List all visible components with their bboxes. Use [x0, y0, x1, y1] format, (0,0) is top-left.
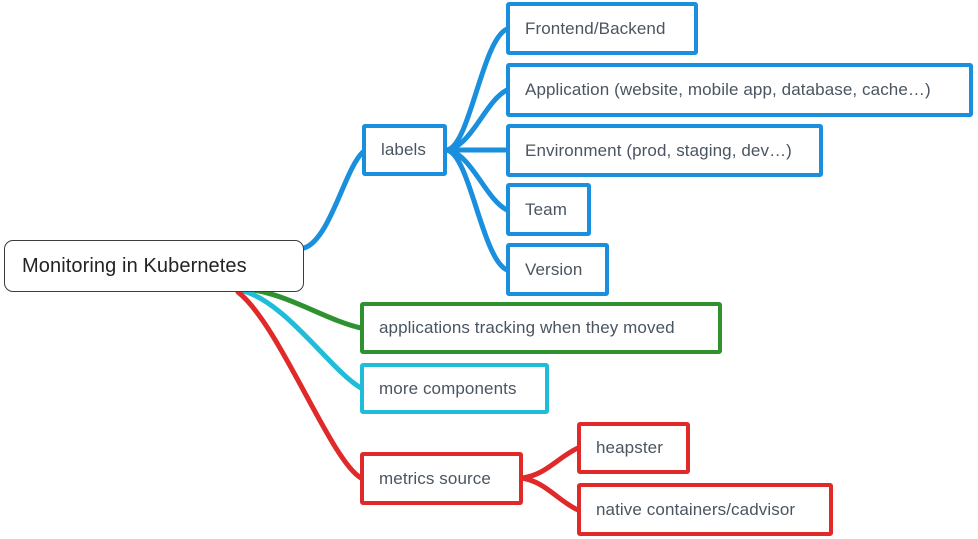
node-root[interactable]: Monitoring in Kubernetes [4, 240, 304, 292]
node-labels[interactable]: labels [362, 124, 447, 176]
node-heapster[interactable]: heapster [577, 422, 690, 474]
node-root-label: Monitoring in Kubernetes [22, 254, 247, 277]
edge-labels-to-application [444, 87, 510, 153]
edge-labels-to-frontend-backend [444, 26, 510, 153]
edge-root-to-more-components [237, 287, 364, 391]
edge-labels-to-version [444, 147, 510, 273]
node-heapster-label: heapster [596, 438, 663, 457]
node-more-components[interactable]: more components [360, 363, 549, 414]
node-more-components-label: more components [379, 378, 517, 398]
node-version[interactable]: Version [506, 243, 609, 296]
node-environment-label: Environment (prod, staging, dev…) [525, 140, 792, 160]
edge-root-to-labels [301, 149, 366, 251]
edge-labels-to-team [444, 147, 510, 213]
node-application-label: Application (website, mobile app, databa… [525, 80, 931, 99]
node-version-label: Version [525, 259, 583, 279]
node-team[interactable]: Team [506, 183, 591, 236]
edge-metrics-source-to-native-containers-cadvisor [518, 475, 581, 513]
node-application[interactable]: Application (website, mobile app, databa… [506, 63, 973, 117]
node-metrics-source[interactable]: metrics source [360, 452, 523, 505]
node-applications-tracking[interactable]: applications tracking when they moved [360, 302, 722, 354]
node-team-label: Team [525, 199, 567, 219]
node-frontend-backend-label: Frontend/Backend [525, 18, 666, 38]
node-native-containers-cadvisor[interactable]: native containers/cadvisor [577, 483, 833, 536]
edge-metrics-source-to-heapster [518, 445, 581, 481]
node-environment[interactable]: Environment (prod, staging, dev…) [506, 124, 823, 177]
node-labels-label: labels [381, 140, 427, 159]
edge-root-to-applications-tracking [242, 286, 364, 331]
node-metrics-source-label: metrics source [379, 468, 491, 488]
edge-root-to-metrics-source [235, 289, 364, 481]
node-native-containers-cadvisor-label: native containers/cadvisor [596, 499, 796, 519]
node-frontend-backend[interactable]: Frontend/Backend [506, 2, 698, 55]
node-applications-tracking-label: applications tracking when they moved [379, 318, 675, 337]
